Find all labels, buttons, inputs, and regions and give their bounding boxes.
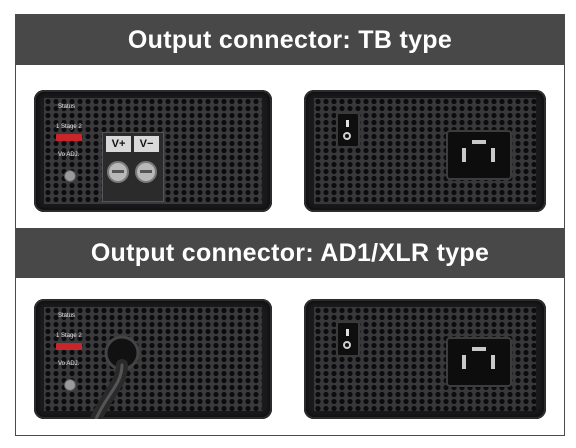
status-label: Status bbox=[58, 104, 76, 110]
tb-back-unit bbox=[304, 90, 546, 212]
power-switch-icon[interactable] bbox=[336, 112, 360, 148]
section-title-tb: Output connector: TB type bbox=[16, 15, 564, 65]
ac-inlet-icon bbox=[446, 337, 512, 387]
terminal-screw-icon bbox=[135, 161, 157, 183]
vo-adj-label: Vo ADJ. bbox=[58, 152, 80, 158]
vent-grille bbox=[44, 307, 262, 411]
status-label: Status bbox=[58, 313, 76, 319]
tb-front-unit: Status 1 Stage 2 Vo ADJ. V+ V− bbox=[34, 90, 272, 212]
stage-label: 1 Stage 2 bbox=[56, 124, 82, 130]
xlr-front-unit: Status 1 Stage 2 Vo ADJ. bbox=[34, 299, 272, 419]
terminal-screw-icon bbox=[107, 161, 129, 183]
vo-adj-knob-icon[interactable] bbox=[64, 379, 76, 391]
xlr-back-unit bbox=[304, 299, 546, 419]
section-title-ad1-xlr: Output connector: AD1/XLR type bbox=[16, 228, 564, 278]
stage-label: 1 Stage 2 bbox=[56, 333, 82, 339]
ac-inlet-icon bbox=[446, 130, 512, 180]
stage-indicator bbox=[56, 134, 82, 141]
vo-adj-label: Vo ADJ. bbox=[58, 361, 80, 367]
terminal-block: V+ V− bbox=[102, 132, 164, 202]
output-cable-icon bbox=[90, 335, 140, 419]
product-figure: Output connector: TB type Status 1 Stage… bbox=[15, 14, 565, 436]
power-switch-icon[interactable] bbox=[336, 321, 360, 357]
stage-indicator bbox=[56, 343, 82, 350]
terminal-negative-label: V− bbox=[134, 136, 159, 152]
terminal-positive-label: V+ bbox=[106, 136, 131, 152]
vo-adj-knob-icon[interactable] bbox=[64, 170, 76, 182]
